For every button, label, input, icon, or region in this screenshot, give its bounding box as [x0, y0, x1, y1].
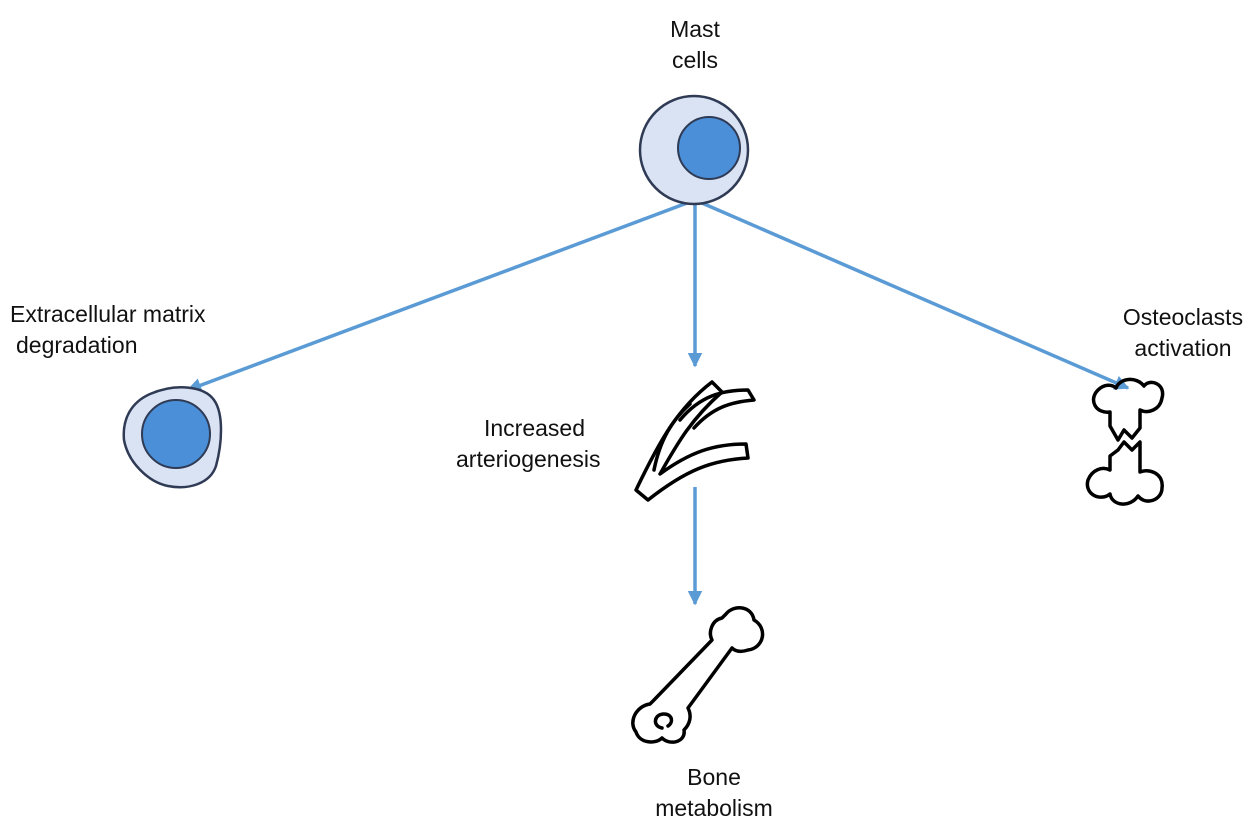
blood-vessel-icon — [634, 380, 756, 502]
bone-icon — [631, 606, 765, 744]
label-arteriogenesis: Increased arteriogenesis — [456, 413, 600, 475]
ecm-label-line2: degradation — [16, 332, 138, 358]
broken-bone-icon — [1085, 377, 1165, 506]
mast-cell-icon — [638, 94, 750, 206]
label-ecm-degradation: Extracellular matrix degradation — [10, 299, 206, 361]
label-osteoclasts: Osteoclasts activation — [1108, 302, 1258, 364]
bone-metabolism-label-line2: metabolism — [655, 795, 773, 821]
bone-metabolism-label-line1: Bone — [687, 764, 741, 790]
osteoclasts-label-line2: activation — [1134, 335, 1232, 361]
ecm-label-line1: Extracellular matrix — [10, 301, 206, 327]
arrow-mast-to-ecm — [186, 198, 696, 393]
arteriogenesis-label-line1: Increased — [484, 415, 586, 441]
arteriogenesis-label-line2: arteriogenesis — [456, 446, 601, 472]
degranulated-cell-icon — [122, 386, 223, 489]
label-bone-metabolism: Bone metabolism — [634, 762, 794, 824]
mast-cells-label-line1: Mast — [670, 16, 720, 42]
label-mast-cells: Mast cells — [645, 14, 745, 76]
mast-cells-label-line2: cells — [671, 47, 718, 73]
osteoclasts-label-line1: Osteoclasts — [1122, 304, 1244, 330]
arrow-mast-to-osteoclasts — [694, 198, 1130, 390]
edges — [186, 198, 1130, 606]
